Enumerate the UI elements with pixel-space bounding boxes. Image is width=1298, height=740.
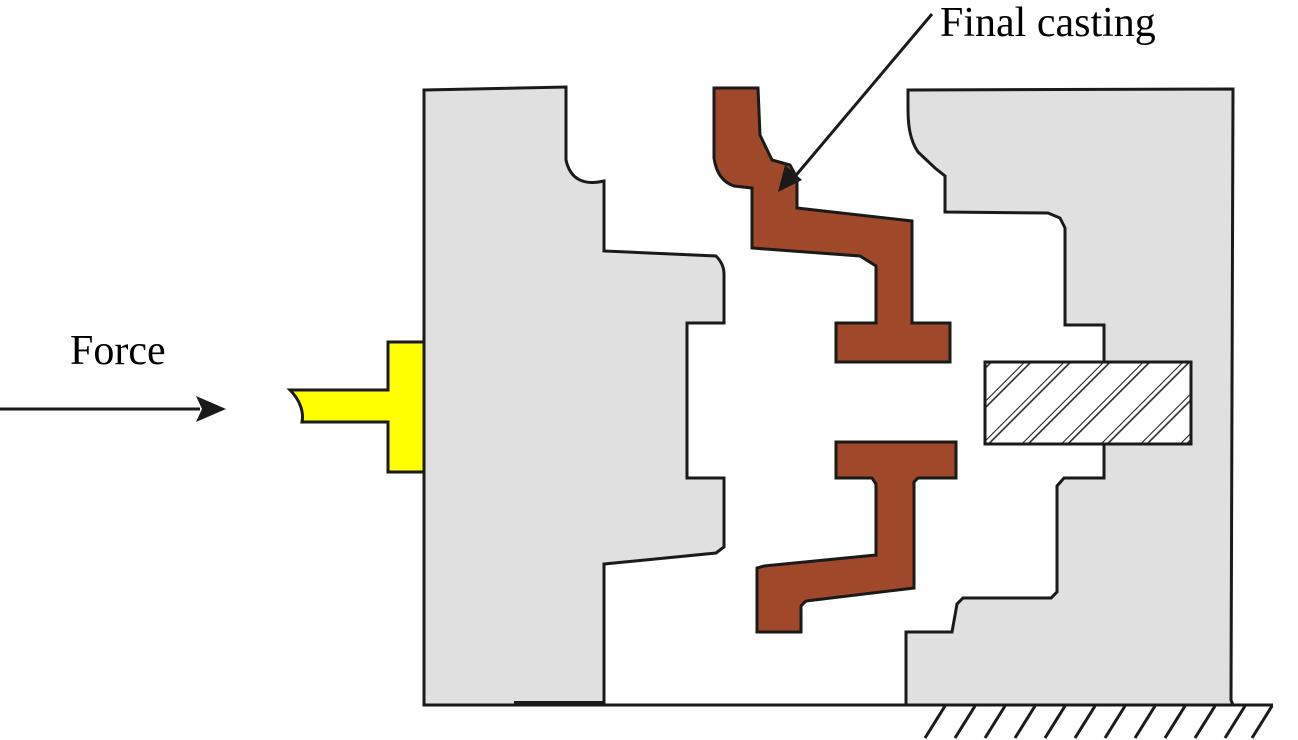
ground (424, 701, 1274, 739)
plunger (286, 340, 426, 474)
final-casting-leader (778, 13, 934, 192)
casting-lower (755, 440, 958, 634)
final-casting-label: Final casting (940, 0, 1156, 46)
force-label: Force (70, 328, 166, 374)
force-arrow (0, 396, 226, 422)
hatched-core-block (983, 360, 1193, 446)
fixed-die-half (904, 87, 1236, 707)
movable-die-half (422, 85, 726, 707)
